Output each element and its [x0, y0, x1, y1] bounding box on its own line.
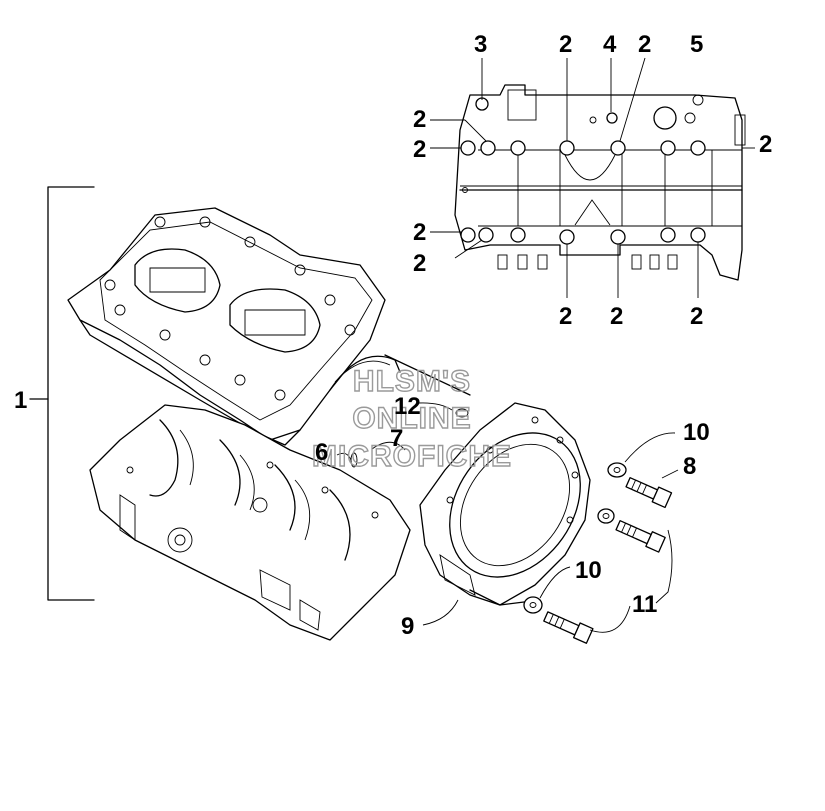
callout-3: 3 — [474, 31, 487, 58]
callout-5: 5 — [690, 31, 703, 58]
callout-8: 8 — [683, 453, 696, 480]
lower-crankcase — [89, 404, 411, 641]
callout-2-top-b: 2 — [638, 31, 651, 58]
watermark-line-1: HLSM'S — [353, 365, 471, 398]
callout-1: 1 — [14, 387, 27, 414]
callout-10-lower: 10 — [575, 557, 602, 584]
bolt-8 — [625, 477, 673, 509]
leader-lines — [336, 57, 755, 633]
callout-2-left-d: 2 — [413, 250, 426, 277]
callout-labels: 1 3 2 4 2 5 2 2 2 2 2 2 2 2 12 7 6 10 8 … — [14, 31, 772, 640]
callout-9: 9 — [401, 613, 414, 640]
callout-2-left-a: 2 — [413, 106, 426, 133]
washer-lower — [523, 596, 543, 614]
callout-12: 12 — [394, 393, 421, 420]
callout-2-left-c: 2 — [413, 219, 426, 246]
callout-2-right: 2 — [759, 131, 772, 158]
callout-11: 11 — [632, 591, 657, 618]
bolt-11 — [615, 520, 666, 553]
callout-7: 7 — [390, 425, 403, 452]
callout-2-bottom-b: 2 — [610, 303, 623, 330]
callout-2-bottom-c: 2 — [690, 303, 703, 330]
bolt-lower — [543, 611, 594, 644]
assembly-bracket — [29, 186, 95, 601]
callout-6: 6 — [315, 439, 328, 466]
crankcase-bottom-view — [454, 84, 746, 281]
upper-crankcase — [67, 207, 471, 446]
callout-2-left-b: 2 — [413, 136, 426, 163]
callout-4: 4 — [603, 31, 617, 58]
watermark: HLSM'S ONLINE MICROFICHE — [311, 364, 512, 473]
callout-2-bottom-a: 2 — [559, 303, 572, 330]
callout-10-upper: 10 — [683, 419, 710, 446]
callout-2-top-a: 2 — [559, 31, 572, 58]
watermark-line-3: MICROFICHE — [312, 440, 512, 473]
watermark-line-2: ONLINE — [352, 402, 471, 435]
washer-upper — [607, 462, 627, 478]
washer-middle — [597, 508, 615, 524]
